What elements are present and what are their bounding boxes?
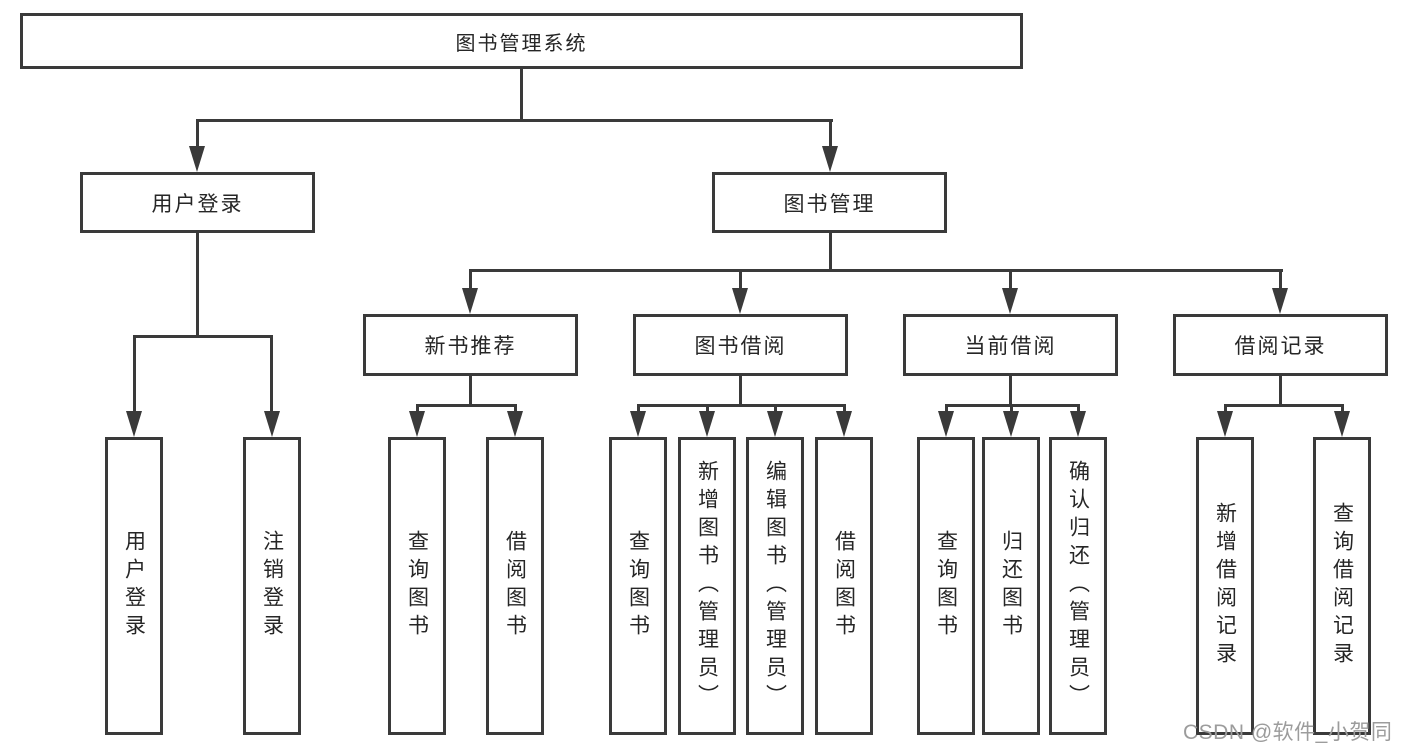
connector-line <box>829 119 832 150</box>
connector-line <box>637 404 640 413</box>
arrowhead-icon <box>126 411 142 437</box>
node-current-borrowing: 当前借阅 <box>903 314 1118 376</box>
node-leaf-return-books: 归还图书 <box>982 437 1040 735</box>
arrowhead-icon <box>732 288 748 314</box>
connector-line <box>416 404 517 407</box>
arrowhead-icon <box>1003 411 1019 437</box>
connector-line <box>1077 404 1080 413</box>
arrowhead-icon <box>1070 411 1086 437</box>
connector-line <box>514 404 517 413</box>
arrowhead-icon <box>822 146 838 172</box>
connector-line <box>1010 404 1013 413</box>
arrowhead-icon <box>507 411 523 437</box>
node-user-login: 用户登录 <box>80 172 315 233</box>
node-leaf-edit-book-admin: 编辑图书（管理员） <box>746 437 804 735</box>
connector-line <box>1279 376 1282 407</box>
node-leaf-borrow-query-books: 查询图书 <box>609 437 667 735</box>
connector-line <box>774 404 777 413</box>
arrowhead-icon <box>264 411 280 437</box>
connector-line <box>637 404 846 407</box>
connector-line <box>843 404 846 413</box>
connector-line <box>1009 269 1012 290</box>
connector-line <box>133 335 136 413</box>
connector-line <box>196 119 199 150</box>
arrowhead-icon <box>409 411 425 437</box>
connector-line <box>469 376 472 407</box>
node-leaf-logout: 注销登录 <box>243 437 301 735</box>
node-book-borrowing: 图书借阅 <box>633 314 848 376</box>
arrowhead-icon <box>938 411 954 437</box>
node-leaf-borrow-books: 借阅图书 <box>815 437 873 735</box>
connector-line <box>739 269 742 290</box>
node-root: 图书管理系统 <box>20 13 1023 69</box>
watermark: CSDN @软件_小贺同学 <box>1183 721 1393 744</box>
arrowhead-icon <box>1002 288 1018 314</box>
connector-line <box>1279 269 1282 290</box>
arrowhead-icon <box>1334 411 1350 437</box>
node-new-book-recommend: 新书推荐 <box>363 314 578 376</box>
connector-line <box>1224 404 1344 407</box>
connector-line <box>469 269 472 290</box>
node-book-management: 图书管理 <box>712 172 947 233</box>
connector-line <box>520 67 523 121</box>
connector-line <box>1224 404 1227 413</box>
node-leaf-current-query-books: 查询图书 <box>917 437 975 735</box>
node-leaf-user-login: 用户登录 <box>105 437 163 735</box>
connector-line <box>416 404 419 413</box>
connector-line <box>270 335 273 413</box>
connector-line <box>945 404 948 413</box>
connector-line <box>1341 404 1344 413</box>
node-borrowing-records: 借阅记录 <box>1173 314 1388 376</box>
arrowhead-icon <box>189 146 205 172</box>
connector-line <box>196 233 199 337</box>
arrowhead-icon <box>699 411 715 437</box>
arrowhead-icon <box>767 411 783 437</box>
connector-line <box>829 233 832 272</box>
connector-line <box>196 119 833 122</box>
node-leaf-newbook-borrow-books: 借阅图书 <box>486 437 544 735</box>
node-leaf-add-book-admin: 新增图书（管理员） <box>678 437 736 735</box>
arrowhead-icon <box>1272 288 1288 314</box>
node-leaf-query-borrow-record: 查询借阅记录 <box>1313 437 1371 735</box>
node-leaf-add-borrow-record: 新增借阅记录 <box>1196 437 1254 735</box>
arrowhead-icon <box>836 411 852 437</box>
connector-line <box>706 404 709 413</box>
connector-line <box>133 335 273 338</box>
connector-line <box>1009 376 1012 407</box>
node-leaf-confirm-return-admin: 确认归还（管理员） <box>1049 437 1107 735</box>
connector-line <box>739 376 742 407</box>
connector-line <box>470 269 1283 272</box>
arrowhead-icon <box>1217 411 1233 437</box>
arrowhead-icon <box>630 411 646 437</box>
node-leaf-newbook-query-books: 查询图书 <box>388 437 446 735</box>
arrowhead-icon <box>462 288 478 314</box>
